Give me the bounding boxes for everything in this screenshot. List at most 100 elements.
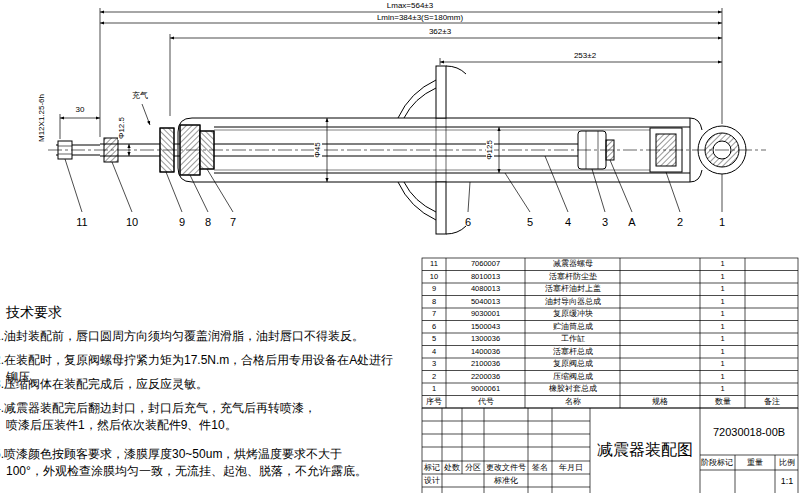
title-block-text: 标准化 — [494, 477, 518, 485]
parts-list-cell: 1 — [720, 386, 724, 394]
parts-list-cell: 1 — [720, 348, 724, 356]
dimension-lines — [440, 62, 722, 63]
shock-absorber-body — [436, 66, 446, 118]
callout-number: 1 — [719, 217, 725, 228]
dimension-lines — [170, 34, 171, 116]
dimension-text: 362±3 — [429, 28, 451, 36]
parts-list-table — [422, 258, 798, 408]
title-block-text: 标记 — [424, 464, 440, 472]
parts-list-cell: 油封导向器总成 — [545, 298, 601, 306]
callout-number: 9 — [179, 217, 185, 228]
callout-number: 2 — [677, 217, 683, 228]
leader-lines — [190, 175, 208, 212]
parts-list-cell: 11 — [430, 261, 438, 269]
parts-list-cell: 1300036 — [471, 336, 500, 344]
parts-list-header: 规格 — [652, 398, 668, 406]
shock-absorber-body — [48, 150, 766, 151]
parts-list-cell: 7 — [432, 311, 436, 319]
leader-lines — [468, 182, 470, 212]
callout-number: 6 — [465, 217, 471, 228]
leader-lines — [207, 169, 233, 212]
parts-list-header: 名称 — [565, 398, 581, 406]
parts-list-cell: 压缩阀总成 — [553, 373, 593, 381]
shock-absorber-body — [48, 66, 766, 234]
dimension-lines — [722, 8, 723, 124]
title-block — [422, 421, 590, 487]
parts-list-cell: 3 — [432, 361, 436, 369]
parts-list-header: 备注 — [764, 398, 780, 406]
parts-list-cell: 1 — [720, 336, 724, 344]
title-block-text: 处数 — [444, 464, 460, 472]
technical-note: 5.喷漆颜色按顾客要求，漆膜厚度30~50um，烘烤温度要求不大于100°，外观… — [6, 446, 374, 481]
title-block-text: 设计 — [424, 477, 440, 485]
dimension-lines — [440, 58, 441, 65]
parts-list-cell: 6 — [432, 323, 436, 331]
parts-list-cell: 1 — [720, 298, 724, 306]
parts-list-cell: 9030001 — [471, 311, 500, 319]
dimension-lines — [170, 38, 722, 39]
parts-list-table — [422, 271, 798, 396]
title-block-text: 分区 — [465, 464, 481, 472]
dimension-text: Lmin=384±3(S=180mm) — [377, 14, 463, 22]
parts-list-cell: 8010013 — [471, 273, 500, 281]
callout-number: 8 — [205, 217, 211, 228]
technical-note: 1.油封装配前，唇口圆周方向须均匀覆盖润滑脂，油封唇口不得装反。 — [6, 328, 404, 345]
title-block — [442, 408, 552, 493]
technical-note: 3.压缩阀体在装配完成后，应反应灵敏。 — [6, 376, 404, 393]
leader-lines — [166, 172, 182, 212]
parts-list-cell: 1 — [432, 386, 436, 394]
title-block-text: 签名 — [532, 464, 548, 472]
leader-lines — [722, 174, 723, 212]
notes-heading: 技术要求 — [6, 302, 206, 322]
parts-list-cell: 5 — [432, 336, 436, 344]
title-block — [700, 455, 798, 493]
leader-lines — [666, 172, 680, 212]
parts-list-cell: 橡胶衬套总成 — [549, 386, 597, 394]
parts-list-cell: 5040013 — [471, 298, 500, 306]
parts-list-cell: 2100036 — [471, 361, 500, 369]
leader-lines — [65, 156, 722, 212]
title-block-text: 更改文件号 — [486, 464, 526, 472]
dimension-lines — [142, 104, 150, 125]
leader-lines — [592, 169, 605, 212]
title-block-text: 比例 — [779, 459, 795, 467]
parts-list-cell: 1 — [720, 261, 724, 269]
parts-list-cell: 1 — [720, 273, 724, 281]
parts-list-cell: 9000061 — [471, 386, 500, 394]
parts-list-cell: 1 — [720, 286, 724, 294]
parts-list-cell: 2 — [432, 373, 436, 381]
dimension-text: Lmax=564±3 — [387, 2, 433, 10]
parts-list-cell: 10 — [430, 273, 438, 281]
dimension-text: Φ12.5 — [118, 116, 126, 140]
dimension-text: Φ45 — [314, 141, 322, 158]
parts-list-cell: 1400036 — [471, 348, 500, 356]
leader-lines — [610, 160, 632, 212]
title-block — [422, 408, 798, 493]
shock-absorber-body — [436, 182, 446, 234]
callout-number: 3 — [602, 217, 608, 228]
leader-lines — [112, 162, 132, 212]
title-block-text: 阶段标记 — [701, 459, 733, 467]
parts-list-header: 数量 — [715, 398, 731, 406]
parts-list-cell: 4 — [432, 348, 436, 356]
leader-lines — [505, 173, 530, 212]
thread-spec: M12X1.25-6h — [38, 93, 46, 143]
parts-list-cell: 活塞杆油封上盖 — [545, 286, 601, 294]
gas-charge-note: 充气 — [132, 92, 148, 100]
parts-list-cell: 复原阀总成 — [553, 361, 593, 369]
parts-list-cell: 8 — [432, 298, 436, 306]
title-block-text: 重量 — [747, 459, 763, 467]
title-block — [590, 408, 700, 493]
callout-number: 11 — [76, 217, 87, 228]
parts-list-header: 代号 — [478, 398, 494, 406]
parts-list-cell: 工作缸 — [561, 336, 585, 344]
parts-list-cell: 活塞杆防尘垫 — [549, 273, 597, 281]
leader-lines — [65, 159, 82, 212]
parts-list-cell: 7060007 — [471, 261, 500, 269]
parts-list-cell: 1 — [720, 373, 724, 381]
callout-number: 4 — [565, 217, 571, 228]
technical-note: 4.减震器装配完后翻边封口，封口后充气，充气后再转喷漆，喷漆后压装件1，然后依次… — [6, 400, 322, 435]
parts-list-cell: 活塞杆总成 — [553, 348, 593, 356]
parts-list-cell: 贮油筒总成 — [553, 323, 593, 331]
